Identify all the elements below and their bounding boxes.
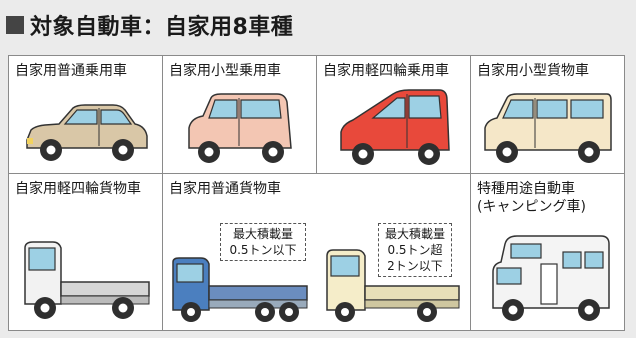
cell-small-passenger-car: 自家用小型乗用車 bbox=[163, 56, 317, 174]
camper-van-icon bbox=[492, 235, 610, 321]
kei-car-icon bbox=[340, 89, 450, 165]
load-capacity-note-small: 最大積載量 0.5トン以下 bbox=[220, 223, 306, 261]
cream-truck-icon bbox=[326, 249, 460, 322]
cell-special-purpose-vehicle: 特種用途自動車 (キャンピング車) bbox=[471, 174, 625, 331]
compact-car-icon bbox=[188, 93, 292, 163]
cell-kei-truck: 自家用軽四輪貨物車 bbox=[9, 174, 163, 331]
cell-small-cargo-van: 自家用小型貨物車 bbox=[471, 56, 625, 174]
blue-truck-icon bbox=[172, 257, 308, 322]
cell-label: 自家用小型貨物車 bbox=[477, 63, 589, 79]
cell-label: 自家用軽四輪貨物車 bbox=[15, 181, 141, 197]
cell-label: 自家用普通乗用車 bbox=[15, 63, 127, 79]
cell-regular-passenger-car: 自家用普通乗用車 bbox=[9, 56, 163, 174]
sedan-car-icon bbox=[26, 104, 148, 161]
kei-truck-icon bbox=[24, 241, 150, 319]
cell-label: 自家用小型乗用車 bbox=[169, 63, 281, 79]
cell-kei-passenger-car: 自家用軽四輪乗用車 bbox=[317, 56, 471, 174]
square-bullet-icon bbox=[6, 16, 24, 34]
cell-label: 自家用普通貨物車 bbox=[169, 181, 281, 197]
page-title-text: 対象自動車：自家用8車種 bbox=[30, 15, 294, 40]
vehicle-type-table: 自家用普通乗用車 自家用小型乗用車 自家用軽四輪乗用車 bbox=[8, 55, 625, 331]
cell-label: 特種用途自動車 (キャンピング車) bbox=[477, 181, 586, 215]
cell-regular-cargo-truck: 自家用普通貨物車 最大積載量 0.5トン以下 最大積載量 0.5トン超 2トン以… bbox=[163, 174, 471, 331]
cell-label: 自家用軽四輪乗用車 bbox=[323, 63, 449, 79]
cargo-van-icon bbox=[484, 93, 612, 163]
load-capacity-note-medium: 最大積載量 0.5トン超 2トン以下 bbox=[378, 223, 452, 277]
page-title: 対象自動車：自家用8車種 bbox=[6, 6, 293, 44]
